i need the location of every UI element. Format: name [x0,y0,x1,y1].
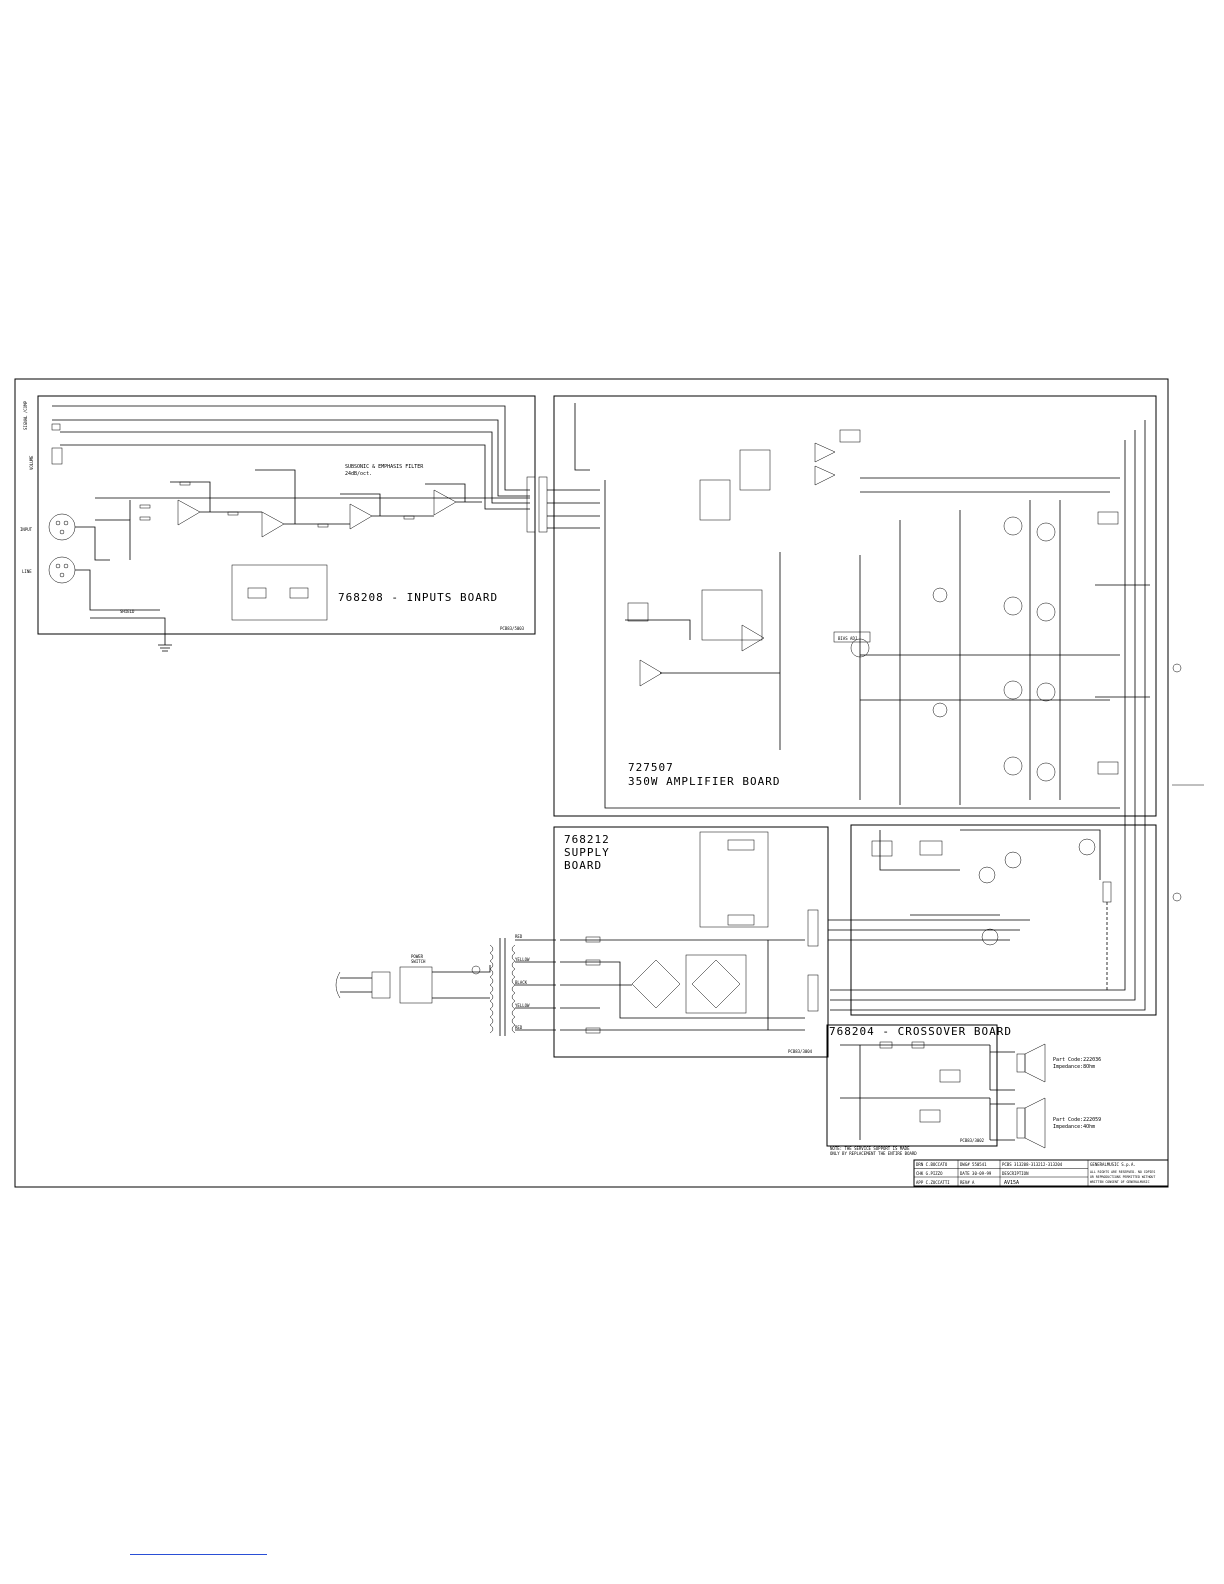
supply-board-title-2: BOARD [564,859,602,872]
sheet-hole-bottom [1172,892,1182,902]
crossover-board: 768204 - CROSSOVER BOARD PCB83/3002 [826,1024,1015,1147]
signal-led-icon [51,423,61,431]
title-description-label: DESCRIPTION [1002,1171,1029,1176]
filter-label-2: 24dB/oct. [345,471,372,477]
supply-board-outline [553,826,829,1058]
title-chk: CHK G.PIZZO [916,1171,943,1176]
title-drn: DRN C.BOCCATO [916,1162,948,1167]
inputs-pcb-code: PCB83/5003 [500,626,525,631]
hf-impedance: Impedance:8Ohm [1053,1064,1095,1070]
amplifier-board-outline [553,395,1157,817]
lf-part-code: Part Code:222059 [1053,1117,1101,1123]
inputs-board-title: 768208 - INPUTS BOARD [338,591,498,604]
shield-label: SHIELD [120,609,135,614]
lf-impedance: Impedance:4Ohm [1053,1124,1095,1130]
title-company: GENERALMUSIC S.p.A. [1090,1162,1136,1167]
line-xlr-jack [48,556,76,584]
sheet-hole-top [1172,663,1182,673]
volume-label: VOLUME [29,455,34,470]
title-rights-1: ALL RIGHTS ARE RESERVED. NO COPIES [1090,1170,1155,1174]
power-switch-icon [399,966,433,1004]
input-label: INPUT [20,527,33,532]
amp-board-number: 727507 [628,761,674,774]
speakers: Part Code:222036 Impedance:8Ohm Part Cod… [1016,1043,1101,1149]
input-xlr-jack [48,513,76,541]
service-note-line-1: NOTE: THE SERVICE SUPPORT IS MADE [830,1146,910,1151]
hf-part-code: Part Code:222036 [1053,1057,1101,1063]
crossover-board-outline [826,1024,998,1147]
lf-woofer-icon [1016,1107,1026,1139]
service-note-line-2: ONLY BY REPLACEMENT THE ENTIRE BOARD [830,1151,917,1156]
signal-comp-label: SIGNAL /COMP [23,401,28,430]
title-date: DATE 30-09-99 [960,1171,992,1176]
title-rev: REV# A [960,1180,975,1185]
wire-color-4: YELLOW [515,1003,530,1008]
line-label: LINE [22,569,32,574]
wire-color-2: YELLOW [515,957,530,962]
title-description: AV15A [1004,1180,1019,1186]
title-rights-2: OR REPRODUCTIONS PERMITTED WITHOUT [1090,1175,1155,1179]
crossover-board-title: 768204 - CROSSOVER BOARD [829,1025,1012,1038]
supply-board: 768212 SUPPLY BOARD PCB83/3004 [553,826,829,1058]
amp-board-title: 350W AMPLIFIER BOARD [628,775,780,788]
power-switch-label-1: POWER [411,954,424,959]
title-app: APP C.ZUCCATTI [916,1180,950,1185]
supply-pcb-code: PCB83/3004 [788,1049,813,1054]
wire-color-1: RED [515,934,523,939]
supply-board-number: 768212 [564,833,610,846]
title-pcbs: PCBS 313208-313212-313204 [1002,1162,1063,1167]
filter-label-1: SUBSONIC & EMPHASIS FILTER [345,464,424,470]
wire-color-3: BLACK [515,980,528,985]
bias-adj-label: BIAS ADJ [838,636,857,641]
volume-pot-icon [51,447,63,465]
amplifier-board: 727507 350W AMPLIFIER BOARD BIAS ADJ [553,395,1157,817]
power-switch-label-2: SWITCH [411,959,426,964]
bottom-link-underline[interactable] [130,1554,267,1555]
title-rights-3: WRITTEN CONSENT OF GENERALMUSIC [1090,1180,1150,1184]
drawing-frame [14,378,1169,1188]
inputs-board: 768208 - INPUTS BOARD SUBSONIC & EMPHASI… [37,395,536,652]
crossover-pcb-code: PCB83/3002 [960,1138,985,1143]
supply-board-title-1: SUPPLY [564,846,610,859]
inputs-connector [526,476,536,533]
mains-section: RED YELLOW BLACK YELLOW RED POWER SWITCH [335,934,556,1036]
title-dwg: DWG# 550541 [960,1162,987,1167]
hf-driver-icon [1016,1053,1026,1073]
title-block: DRN C.BOCCATO CHK G.PIZZO APP C.ZUCCATTI… [913,1159,1169,1187]
amp-connector [538,476,548,533]
wire-color-5: RED [515,1025,523,1030]
